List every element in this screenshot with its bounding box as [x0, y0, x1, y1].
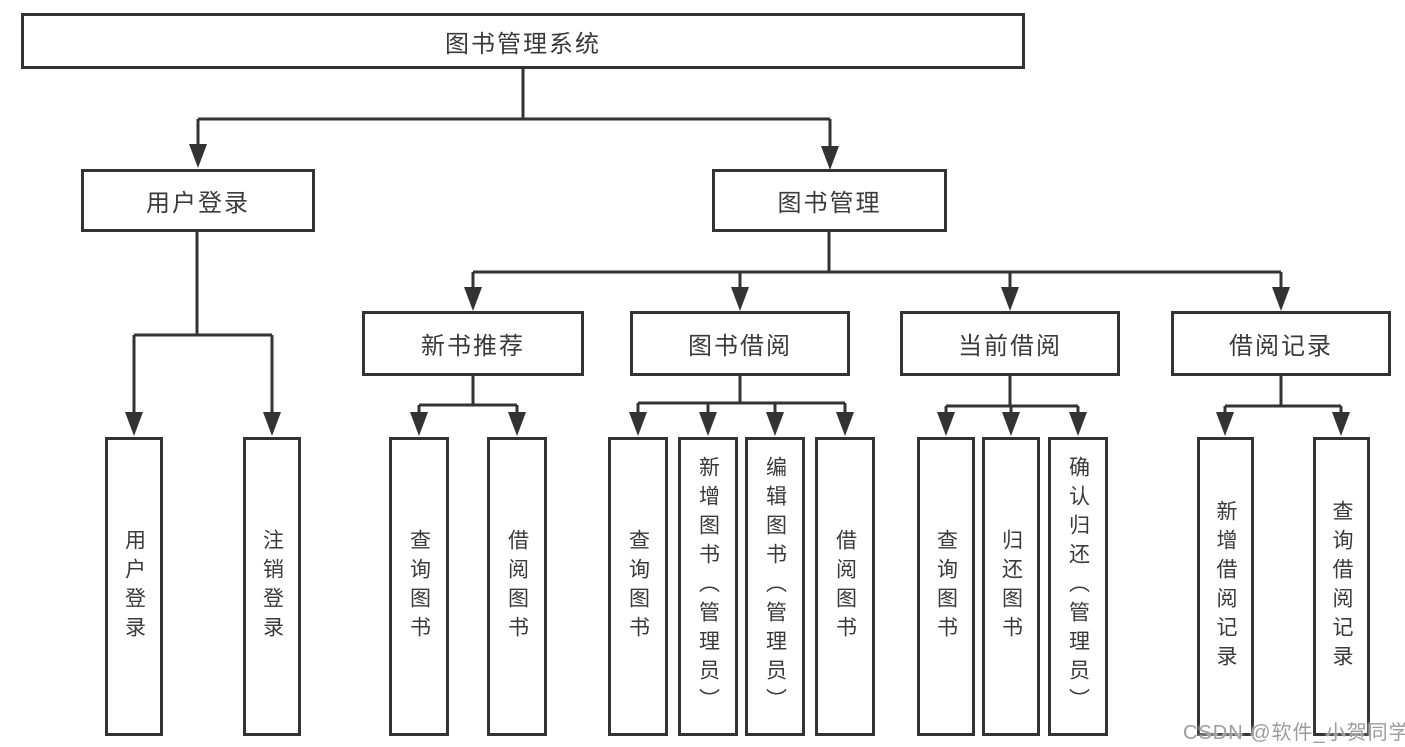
node-label: 用户登录	[122, 528, 146, 645]
node-label: 确认归还（管理员）	[1066, 456, 1090, 717]
arrowhead	[629, 412, 647, 436]
arrowhead	[1001, 287, 1019, 311]
node-label: 用户登录	[146, 190, 250, 217]
node-label: 注销登录	[260, 528, 284, 645]
node-root-system: 图书管理系统	[21, 13, 1025, 69]
node-label: 借阅记录	[1229, 333, 1333, 360]
arrowhead	[836, 412, 854, 436]
leaf-logout: 注销登录	[243, 437, 301, 736]
leaf-confirm-return-admin: 确认归还（管理员）	[1048, 437, 1108, 736]
node-label: 新增借阅记录	[1214, 499, 1237, 674]
node-label: 新增图书（管理员）	[696, 456, 720, 717]
leaf-query-books-recommend: 查询图书	[389, 437, 449, 736]
arrowhead	[937, 412, 955, 436]
arrowhead	[464, 287, 482, 311]
connector-borrowrecords-to-leaves	[1223, 376, 1343, 414]
arrowhead	[1069, 412, 1087, 436]
arrowhead	[1002, 412, 1020, 436]
connector-userlogin-to-leaves	[132, 231, 274, 414]
node-label: 图书借阅	[688, 333, 792, 360]
node-book-management: 图书管理	[712, 169, 947, 232]
connector-bookmgmt-to-level3	[471, 232, 1283, 289]
node-label: 查询图书	[407, 528, 431, 645]
node-user-login: 用户登录	[81, 169, 315, 232]
node-label: 归还图书	[999, 528, 1023, 645]
node-label: 图书管理	[777, 190, 882, 217]
arrowhead	[410, 412, 428, 436]
arrowhead	[508, 412, 526, 436]
csdn-watermark: CSDN @软件_小贺同学	[1183, 722, 1405, 744]
leaf-edit-book-admin: 编辑图书（管理员）	[745, 437, 805, 736]
node-label: 借阅图书	[505, 528, 529, 645]
leaf-add-book-admin: 新增图书（管理员）	[678, 437, 738, 736]
node-label: 编辑图书（管理员）	[763, 456, 787, 717]
leaf-user-login: 用户登录	[105, 437, 163, 736]
node-borrow-records: 借阅记录	[1171, 311, 1391, 376]
arrowhead	[1272, 287, 1290, 311]
node-label: 查询借阅记录	[1330, 499, 1353, 674]
node-label: 图书管理系统	[445, 30, 601, 58]
arrowhead	[699, 412, 717, 436]
node-label: 查询图书	[626, 528, 650, 645]
leaf-return-book: 归还图书	[982, 437, 1040, 736]
leaf-borrow-book: 借阅图书	[815, 437, 875, 736]
node-label: 当前借阅	[958, 333, 1062, 360]
connector-root-to-level2	[196, 68, 832, 148]
node-current-borrow: 当前借阅	[900, 311, 1120, 376]
arrowheads	[125, 144, 1350, 436]
node-label: 新书推荐	[421, 333, 525, 360]
connector-paths	[132, 68, 1343, 414]
arrowhead	[1216, 412, 1234, 436]
arrowhead	[125, 412, 143, 436]
leaf-borrow-books-recommend: 借阅图书	[487, 437, 547, 736]
arrowhead	[766, 412, 784, 436]
connector-newbooks-to-leaves	[417, 376, 519, 414]
arrowhead	[731, 287, 749, 311]
arrowhead	[1332, 412, 1350, 436]
arrowhead	[263, 412, 281, 436]
leaf-query-books-current: 查询图书	[917, 437, 975, 736]
node-new-book-recommend: 新书推荐	[362, 311, 584, 376]
leaf-query-borrow-record: 查询借阅记录	[1313, 437, 1370, 736]
connector-currentborrow-to-leaves	[944, 376, 1080, 414]
connector-bookborrow-to-leaves	[636, 376, 847, 414]
node-label: 借阅图书	[833, 528, 857, 645]
node-label: 查询图书	[934, 528, 958, 645]
arrowhead	[189, 144, 207, 168]
arrowhead	[821, 146, 839, 170]
node-book-borrow: 图书借阅	[630, 311, 850, 376]
leaf-add-borrow-record: 新增借阅记录	[1197, 437, 1254, 736]
leaf-query-books-borrow: 查询图书	[608, 437, 668, 736]
